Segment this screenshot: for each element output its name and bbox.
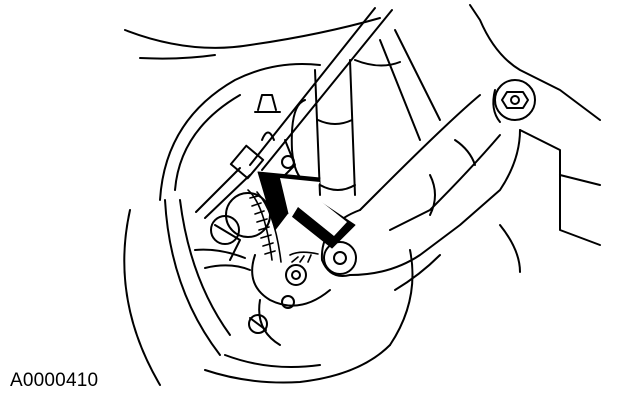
knuckle (194, 248, 331, 346)
control-arm (320, 94, 521, 291)
stabilizer-link (195, 7, 393, 219)
callout-arrow (257, 171, 356, 249)
figure-reference-label: A0000410 (10, 370, 99, 391)
body-outline (123, 4, 601, 386)
shock-absorber (281, 29, 441, 196)
brake-rotor (159, 63, 414, 384)
mounting-bolt (492, 79, 536, 123)
